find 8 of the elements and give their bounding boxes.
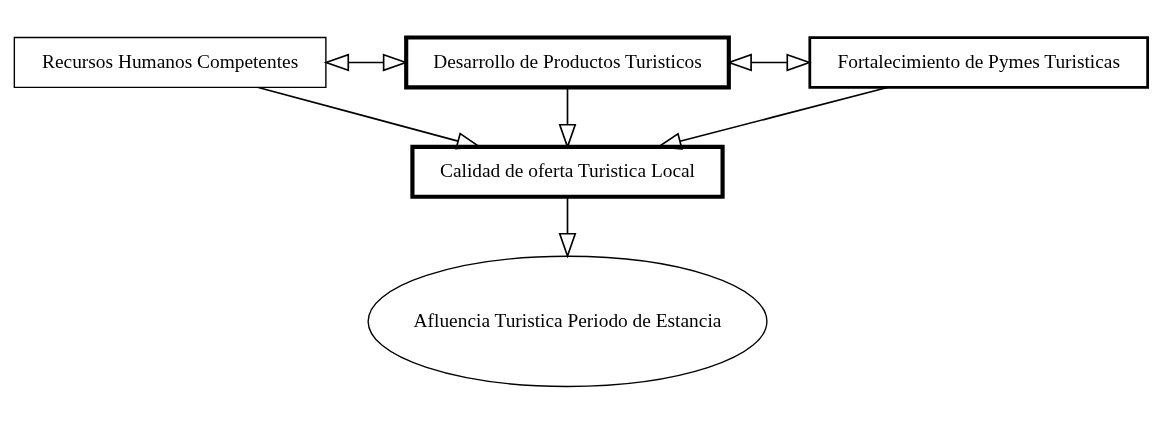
node-box: Recursos Humanos Competentes [13,36,327,88]
arrow [558,195,577,258]
node-box: Fortalecimiento de Pymes Turisticas [808,35,1150,89]
arrow [558,86,577,149]
node-ellipse: Afluencia Turistica Periodo de Estancia [367,255,768,387]
arrow [726,53,812,71]
node-box: Desarrollo de Productos Turisticos [404,34,731,89]
node-box: Calidad de oferta Turistica Local [410,144,725,199]
